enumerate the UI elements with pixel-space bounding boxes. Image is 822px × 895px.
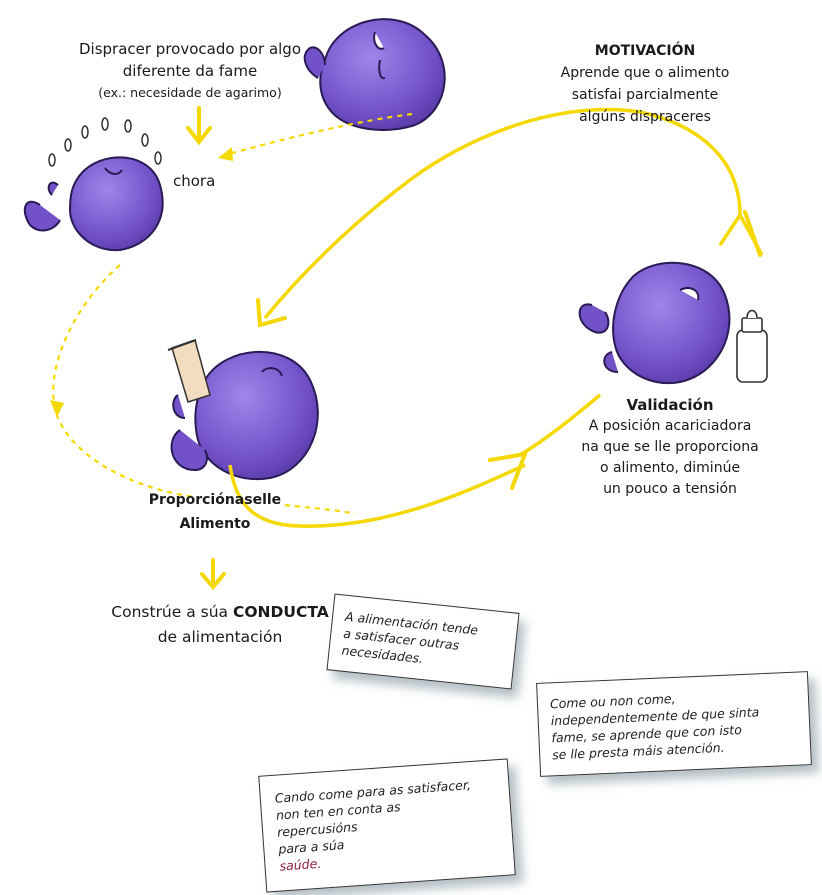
dashed-arrowheads xyxy=(50,147,233,417)
note-card-3: Cando come para as satisfacer, non ten e… xyxy=(258,758,516,893)
motivation-line1: Aprende que o alimento xyxy=(560,65,730,81)
conduct-line2: de alimentación xyxy=(157,628,283,646)
validation-line4: un pouco a tensión xyxy=(603,481,737,497)
validation-label: Validación A posición acariciadora na qu… xyxy=(565,395,775,500)
note-card-2: Come ou non come, independentemente de q… xyxy=(536,671,812,777)
motivation-title: MOTIVACIÓN xyxy=(594,43,696,59)
conduct-label: Constrúe a súa CONDUCTA de alimentación xyxy=(95,600,345,650)
baby-crying-icon xyxy=(23,117,164,252)
displeasure-label: Dispracer provocado por algo diferente d… xyxy=(40,38,340,104)
motivation-line2: satisfai parcialmente xyxy=(571,87,719,103)
feeding-line2: Alimento xyxy=(179,516,251,532)
validation-title: Validación xyxy=(626,396,714,414)
motivation-line3: algúns dispraceres xyxy=(579,109,711,125)
displeasure-line1: Dispracer provocado por algo xyxy=(78,40,301,58)
solid-arrowheads xyxy=(256,210,762,490)
down-arrow-icons xyxy=(186,106,226,591)
dashed-flow-arrows xyxy=(52,112,413,516)
conduct-bold: CONDUCTA xyxy=(232,603,329,621)
displeasure-line3: (ex.: necesidade de agarimo) xyxy=(98,85,282,100)
cries-label: chora xyxy=(173,172,216,190)
baby-feeding-icon xyxy=(170,350,319,481)
validation-line3: o alimento, diminúe xyxy=(599,460,741,476)
feeding-line1: Proporciónaselle xyxy=(148,492,282,508)
baby-bottle-icon xyxy=(736,309,768,383)
baby-content-icon xyxy=(578,261,731,385)
baby-sad-icon xyxy=(303,18,446,131)
conduct-prefix: Constrúe a súa xyxy=(111,603,233,621)
displeasure-line2: diferente da fame xyxy=(122,62,258,80)
bottle-feeding-icon xyxy=(167,339,211,403)
feeding-label: Proporciónaselle Alimento xyxy=(140,488,290,536)
validation-line1: A posición acariciadora xyxy=(588,418,752,434)
motivation-label: MOTIVACIÓN Aprende que o alimento satisf… xyxy=(540,40,750,128)
solid-flow-loop xyxy=(228,107,764,528)
validation-line2: na que se lle proporciona xyxy=(581,439,759,455)
